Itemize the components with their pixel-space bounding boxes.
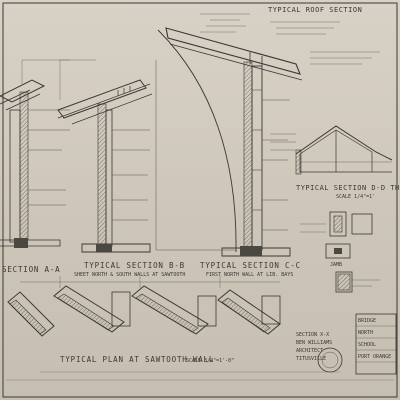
- stamp-name: BEN WILLIAMS: [296, 340, 332, 346]
- section-cc-drawing: [165, 13, 303, 257]
- title-block-line-1: BRIDGE: [358, 318, 376, 324]
- title-block-line-3: SCHOOL: [358, 342, 376, 348]
- architect-line-2: TITUSVILLE: [296, 356, 326, 362]
- section-bb-subtitle: SHEET NORTH & SOUTH WALLS AT SAWTOOTH: [74, 272, 185, 278]
- title-block: [355, 313, 397, 375]
- jamb-label: JAMB: [330, 262, 342, 268]
- section-dd-scale: SCALE 1/4"=1': [336, 194, 375, 200]
- section-xx-label: SECTION X-X: [296, 332, 329, 338]
- door-swing-arc: [157, 29, 237, 253]
- sawtooth-plan-drawing: [7, 276, 281, 337]
- sawtooth-plan-scale: SCALE 3/4"=1'-0": [186, 358, 234, 364]
- section-dd-title: TYPICAL SECTION D-D TH: [296, 184, 400, 192]
- title-block-line-2: NORTH: [358, 330, 373, 336]
- detail-cluster: [300, 211, 380, 293]
- section-aa-drawing: [0, 59, 70, 248]
- section-dd-drawing: [270, 125, 393, 175]
- title-block-line-4: PORT ORANGE: [358, 354, 391, 360]
- section-bb-title: TYPICAL SECTION B-B: [84, 261, 185, 270]
- section-cc-subtitle: FIRST NORTH WALL AT LIB. BAYS: [206, 272, 293, 278]
- architect-line-1: ARCHITECT: [296, 348, 323, 354]
- section-cc-title: TYPICAL SECTION C-C: [200, 261, 301, 270]
- roof-section-title: TYPICAL ROOF SECTION: [268, 6, 362, 14]
- section-aa-label: SECTION A-A: [2, 265, 60, 274]
- sawtooth-plan-title: TYPICAL PLAN AT SAWTOOTH WALL: [60, 355, 214, 364]
- section-bb-drawing: [57, 59, 153, 253]
